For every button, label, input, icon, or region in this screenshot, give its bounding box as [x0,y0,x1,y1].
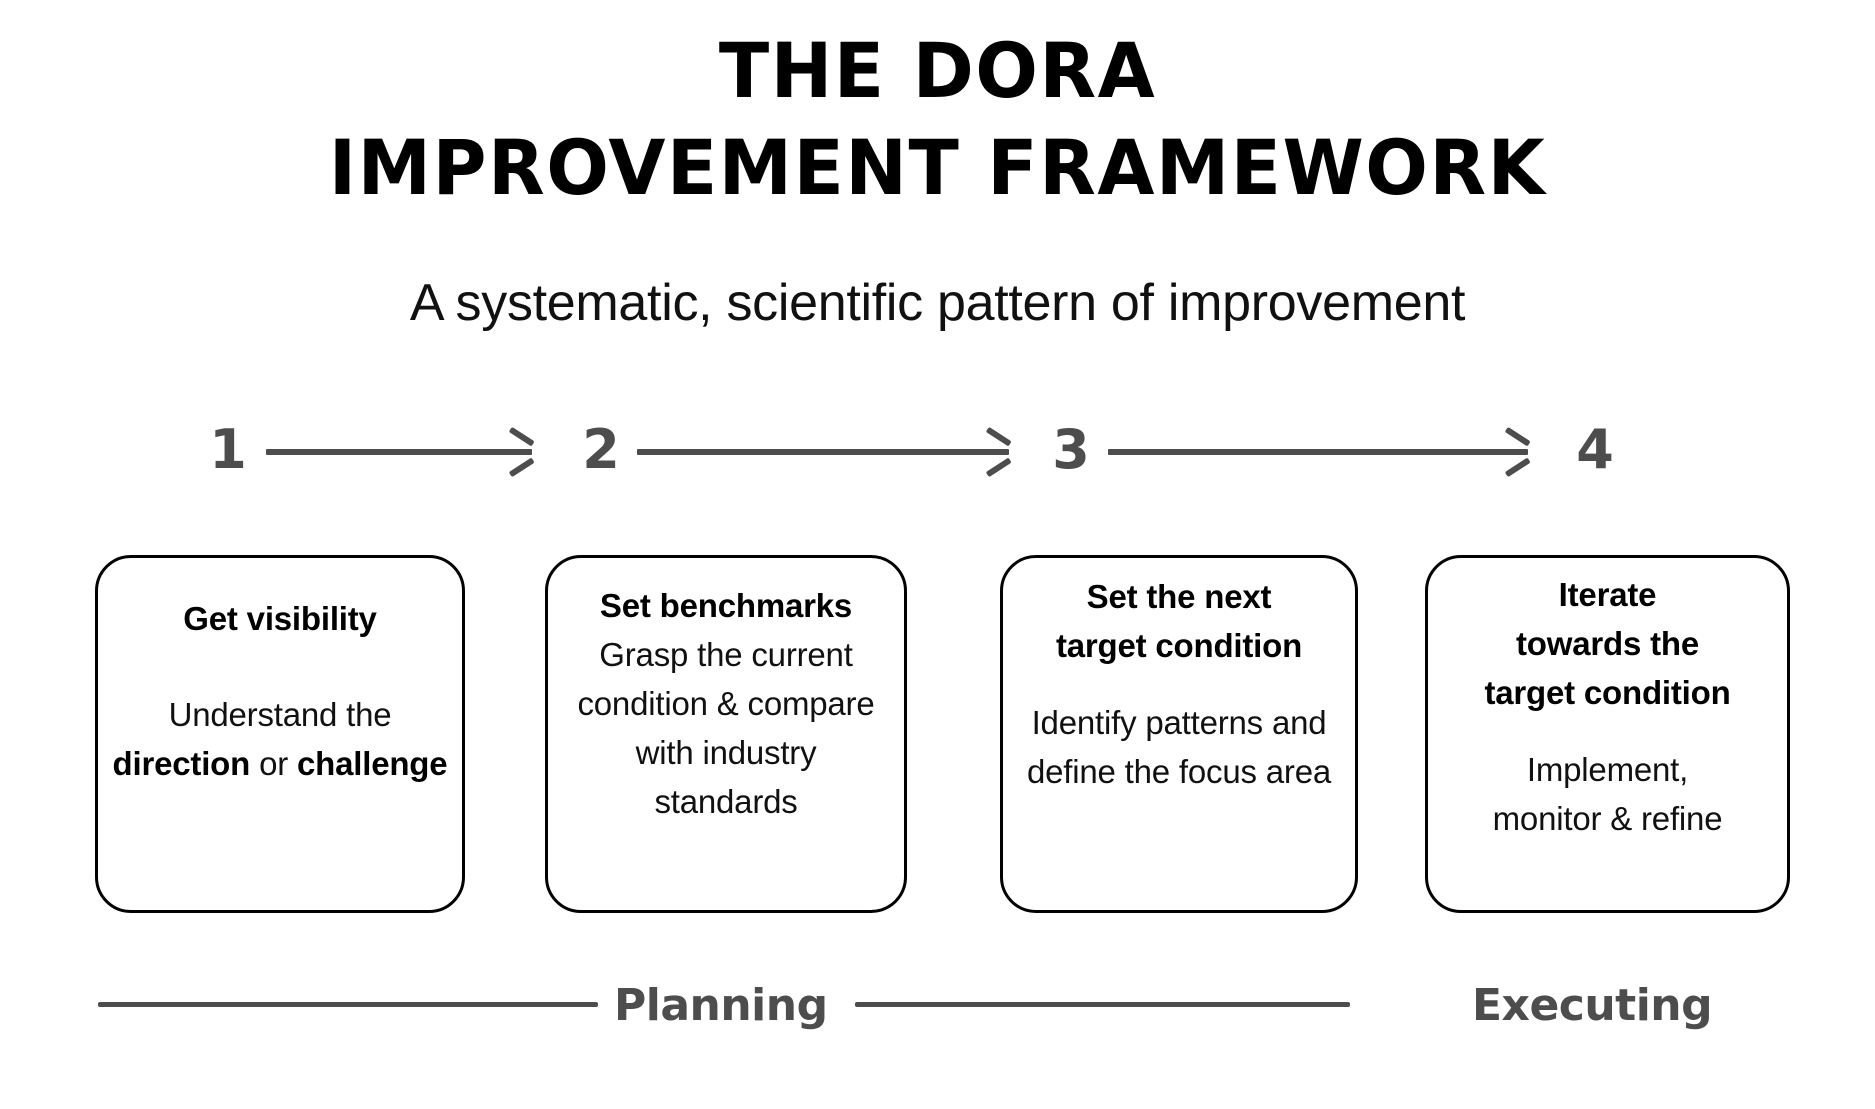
arrow-shaft [266,449,532,455]
step-number-4: 4 [1576,418,1614,481]
arrow-step-2-to-3 [637,449,1009,455]
page-title: THE DORA IMPROVEMENT FRAMEWORK [0,22,1875,216]
step-sequence: 1 2 3 4 [0,408,1875,492]
step-card-3: Set the next target condition Identify p… [1000,555,1358,913]
step-number-3: 3 [1052,418,1090,481]
step-card-1-title: Get visibility [183,600,377,637]
arrow-head-icon [1507,439,1529,465]
step-card-4-title-line-1: Iterate [1558,576,1657,613]
body-text-mid: or [250,745,297,782]
page-subtitle: A systematic, scientific pattern of impr… [409,274,1466,332]
step-card-4-body-line-1: Implement, [1526,751,1689,788]
step-card-2: Set benchmarks Grasp the current conditi… [545,555,907,913]
arrow-shaft [637,449,1009,455]
step-number-2: 2 [582,418,620,481]
step-number-1: 1 [209,418,247,481]
body-text-bold-direction: direction [112,745,251,782]
phase-label-executing: Executing [1472,980,1713,1031]
body-text-bold-challenge: challenge [297,745,448,782]
arrow-step-3-to-4 [1108,449,1528,455]
body-text-pre: Understand the [168,696,392,733]
step-card-3-body: Identify patterns and define the focus a… [1026,704,1331,790]
phase-line-left [98,1002,598,1007]
phase-bar: Planning Executing [0,968,1875,1044]
step-card-4: Iterate towards the target condition Imp… [1425,555,1790,913]
title-line-2: IMPROVEMENT FRAMEWORK [328,123,1547,212]
arrow-shaft [1108,449,1528,455]
step-card-2-body: Grasp the current condition & compare wi… [577,636,875,820]
step-card-4-title-line-2: towards the [1516,625,1699,662]
step-card-2-title: Set benchmarks [599,587,853,624]
step-card-1-body: Understand the direction or challenge [112,690,448,788]
step-card-3-title-line-2: target condition [1055,627,1303,664]
phase-label-planning: Planning [614,980,828,1031]
title-line-1: THE DORA [718,26,1157,115]
step-card-3-title-line-1: Set the next [1086,578,1272,615]
step-card-4-body-line-2: monitor & refine [1492,800,1723,837]
arrow-head-icon [511,439,533,465]
arrow-step-1-to-2 [266,449,532,455]
phase-line-right [855,1002,1350,1007]
step-card-1: Get visibility Understand the direction … [95,555,465,913]
arrow-head-icon [988,439,1010,465]
step-card-4-title-line-3: target condition [1484,674,1731,711]
